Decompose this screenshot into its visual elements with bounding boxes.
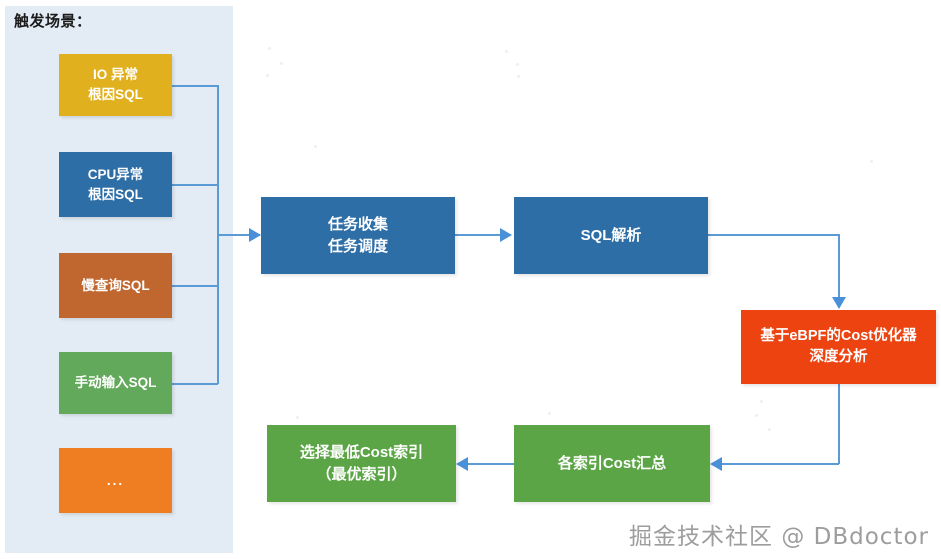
arrow-ebpf-to-summary <box>710 457 722 471</box>
node-more-sql[interactable]: ... <box>59 448 172 513</box>
connector-ebpf-to-summary-h <box>722 463 839 465</box>
node-line-2: （最优索引） <box>316 465 407 483</box>
arrow-summary-to-select <box>456 457 468 471</box>
node-index-cost-summary[interactable]: 各索引Cost汇总 <box>514 425 710 502</box>
decorative-dot <box>755 414 758 417</box>
node-line-2: 根因SQL <box>88 186 143 202</box>
decorative-dot <box>505 50 508 53</box>
node-line-2: 任务调度 <box>327 237 388 255</box>
decorative-dot <box>296 416 299 419</box>
decorative-dot <box>768 428 771 431</box>
node-line-1: 基于eBPF的Cost优化器 <box>760 327 917 344</box>
node-line-2: 根因SQL <box>88 87 143 102</box>
decorative-dot <box>760 400 763 403</box>
node-io-anomaly-sql[interactable]: IO 异常 根因SQL <box>59 54 172 116</box>
trigger-scenarios-title: 触发场景： <box>14 13 92 30</box>
decorative-dot <box>517 75 520 78</box>
decorative-dot <box>314 145 317 148</box>
node-ebpf-cost-optimizer[interactable]: 基于eBPF的Cost优化器 深度分析 <box>741 310 936 384</box>
node-line-1: 慢查询SQL <box>81 277 150 293</box>
connector-ebpf-to-summary-v <box>838 384 840 464</box>
connector-task-to-parse <box>455 234 505 236</box>
decorative-dot <box>280 62 283 65</box>
connector-bus-to-task <box>217 234 260 236</box>
node-line-1: ... <box>106 472 125 488</box>
connector-io-stub <box>172 85 218 87</box>
node-line-1: 各索引Cost汇总 <box>557 454 667 472</box>
arrow-bus-to-task <box>249 228 261 242</box>
node-task-collect-schedule[interactable]: 任务收集 任务调度 <box>261 197 455 274</box>
node-line-1: 选择最低Cost索引 <box>299 443 424 461</box>
arrow-task-to-parse <box>500 228 512 242</box>
node-cpu-anomaly-sql[interactable]: CPU异常 根因SQL <box>59 152 172 217</box>
node-line-2: 深度分析 <box>809 349 868 365</box>
node-select-lowest-cost[interactable]: 选择最低Cost索引 （最优索引） <box>267 425 456 502</box>
connector-summary-to-select <box>468 463 514 465</box>
node-line-1: 手动输入SQL <box>74 375 157 391</box>
watermark: 掘金技术社区 @ DBdoctor <box>629 524 929 550</box>
node-line-1: SQL解析 <box>580 226 642 244</box>
decorative-dot <box>548 412 551 415</box>
node-sql-parse[interactable]: SQL解析 <box>514 197 708 274</box>
connector-parse-to-ebpf-v <box>838 234 840 299</box>
connector-parse-to-ebpf-h <box>708 234 840 236</box>
node-line-1: IO 异常 <box>92 67 138 83</box>
connector-slow-stub <box>172 285 218 287</box>
node-slow-query-sql[interactable]: 慢查询SQL <box>59 253 172 318</box>
arrow-parse-to-ebpf <box>832 297 846 309</box>
decorative-dot <box>870 160 873 163</box>
node-manual-input-sql[interactable]: 手动输入SQL <box>59 352 172 414</box>
decorative-dot <box>266 74 269 77</box>
node-line-1: CPU异常 <box>87 166 144 182</box>
connector-cpu-stub <box>172 184 218 186</box>
node-line-1: 任务收集 <box>327 215 388 233</box>
decorative-dot <box>268 47 271 50</box>
decorative-dot <box>516 63 519 66</box>
connector-manual-stub <box>172 383 218 385</box>
